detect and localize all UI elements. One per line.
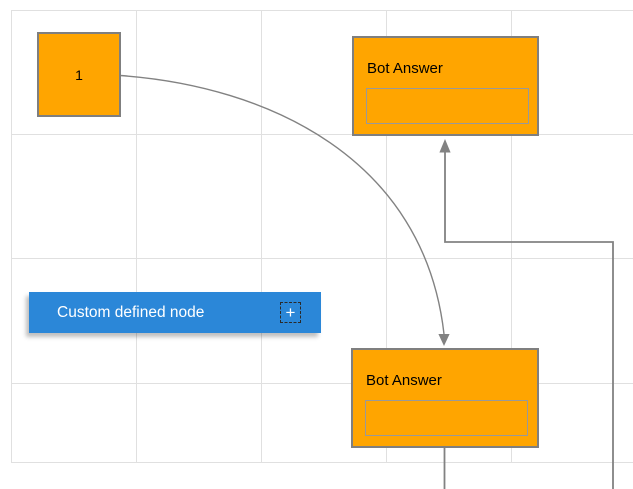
node-source-square[interactable]: 1 (37, 32, 121, 117)
connector-bottom-to-top[interactable] (439, 139, 614, 489)
connector-source-to-bottom[interactable] (119, 74, 450, 347)
connector-curve[interactable] (119, 74, 445, 335)
node-bot-answer-top[interactable]: Bot Answer (352, 36, 539, 136)
custom-node-label: Custom defined node (57, 303, 205, 321)
arrowhead-up-icon (439, 139, 451, 153)
add-plus-icon[interactable]: + (280, 302, 301, 323)
bot-answer-text-box[interactable] (365, 400, 528, 436)
connector-orthogonal[interactable] (444, 152, 614, 489)
arrowhead-down-icon (438, 334, 450, 346)
bot-answer-title: Bot Answer (367, 60, 443, 77)
node-custom-defined[interactable]: Custom defined node + (29, 292, 321, 333)
bot-answer-text-box[interactable] (366, 88, 529, 124)
node-bot-answer-bottom[interactable]: Bot Answer (351, 348, 539, 448)
bot-answer-title: Bot Answer (366, 372, 442, 389)
node-source-label: 1 (75, 66, 83, 83)
